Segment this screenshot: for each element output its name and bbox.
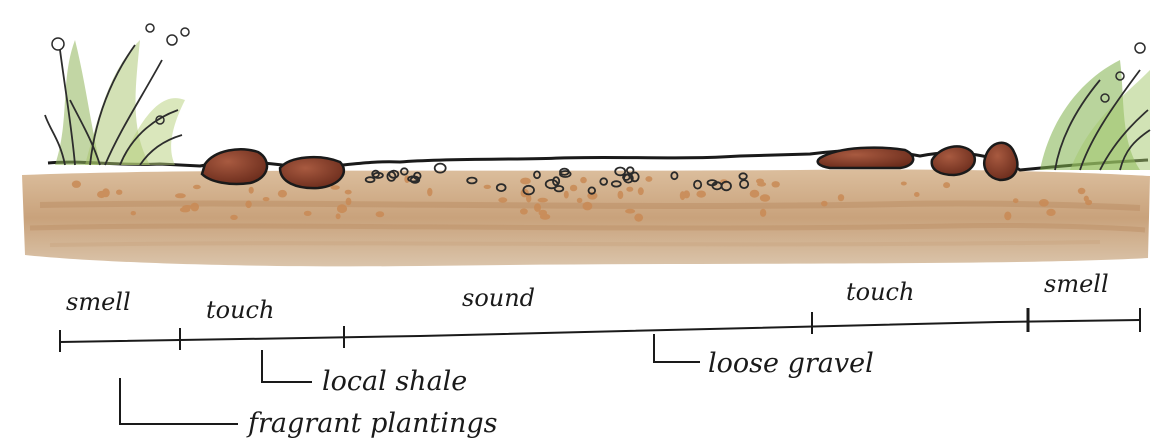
soil-pebble bbox=[346, 198, 352, 206]
soil-pebble bbox=[278, 190, 287, 198]
soil-pebble bbox=[696, 191, 706, 198]
soil-pebble bbox=[570, 185, 577, 192]
soil-pebble bbox=[520, 178, 531, 185]
soil-pebble bbox=[577, 198, 583, 203]
soil-pebble bbox=[1046, 209, 1055, 216]
soil-pebble bbox=[1004, 212, 1011, 221]
soil-pebble bbox=[263, 197, 270, 201]
soil-pebble bbox=[540, 214, 550, 220]
soil-pebble bbox=[376, 211, 385, 217]
soil-pebble bbox=[245, 201, 251, 209]
soil-pebble bbox=[638, 187, 644, 195]
soil-pebble bbox=[564, 191, 569, 199]
soil-pebble bbox=[337, 204, 347, 213]
soil-pebble bbox=[427, 188, 432, 197]
zone-label-touch-right: touch bbox=[846, 278, 914, 306]
soil-pebble bbox=[72, 181, 81, 188]
soil-pebble bbox=[1085, 200, 1092, 206]
soil-pebble bbox=[116, 190, 122, 195]
soil-pebble bbox=[680, 191, 686, 200]
soil-pebble bbox=[345, 190, 352, 195]
soil-pebble bbox=[131, 211, 136, 215]
soil-pebble bbox=[304, 211, 312, 216]
soil-pebble bbox=[1078, 188, 1086, 194]
soil-pebble bbox=[1039, 199, 1049, 207]
soil-pebble bbox=[1013, 198, 1019, 203]
soil-pebble bbox=[645, 176, 652, 182]
soil-pebble bbox=[498, 197, 507, 202]
soil-pebble bbox=[190, 203, 199, 212]
soil-pebble bbox=[772, 181, 780, 187]
soil-pebble bbox=[230, 215, 238, 220]
callout-local-shale: local shale bbox=[322, 366, 467, 397]
soil-pebble bbox=[760, 209, 766, 217]
soil-pebble bbox=[626, 187, 633, 192]
zone-label-smell-left: smell bbox=[66, 288, 131, 316]
soil-pebble bbox=[838, 194, 844, 201]
fragrant-plantings-left bbox=[45, 24, 189, 165]
soil-pebble bbox=[520, 208, 528, 214]
soil-pebble bbox=[625, 209, 635, 214]
zone-label-touch-left: touch bbox=[206, 296, 274, 324]
callout-loose-gravel: loose gravel bbox=[708, 348, 874, 379]
soil-pebble bbox=[750, 190, 760, 198]
soil-pebble bbox=[583, 202, 593, 211]
soil-pebble bbox=[193, 185, 201, 189]
soil-pebble bbox=[914, 192, 920, 197]
soil-pebble bbox=[821, 201, 828, 207]
soil-pebble bbox=[943, 182, 950, 188]
soil-pebble bbox=[618, 191, 624, 199]
soil-pebble bbox=[760, 194, 770, 201]
soil-pebble bbox=[484, 185, 491, 189]
soil-pebble bbox=[901, 182, 907, 186]
soil-pebble bbox=[580, 177, 587, 183]
soil-pebble bbox=[534, 203, 541, 212]
soil-pebble bbox=[175, 193, 186, 198]
soil-pebble bbox=[102, 188, 110, 197]
callout-fragrant-plantings: fragrant plantings bbox=[246, 408, 498, 439]
soil-pebble bbox=[249, 187, 254, 194]
soil-pebble bbox=[336, 213, 341, 219]
zone-label-smell-right: smell bbox=[1044, 270, 1109, 298]
soil-pebble bbox=[538, 198, 548, 203]
soil-pebble bbox=[634, 214, 643, 222]
soil-pebble bbox=[757, 182, 766, 187]
soil-layer bbox=[22, 169, 1150, 266]
fragrant-plantings-right bbox=[1040, 43, 1150, 170]
zone-label-sound: sound bbox=[462, 284, 535, 312]
